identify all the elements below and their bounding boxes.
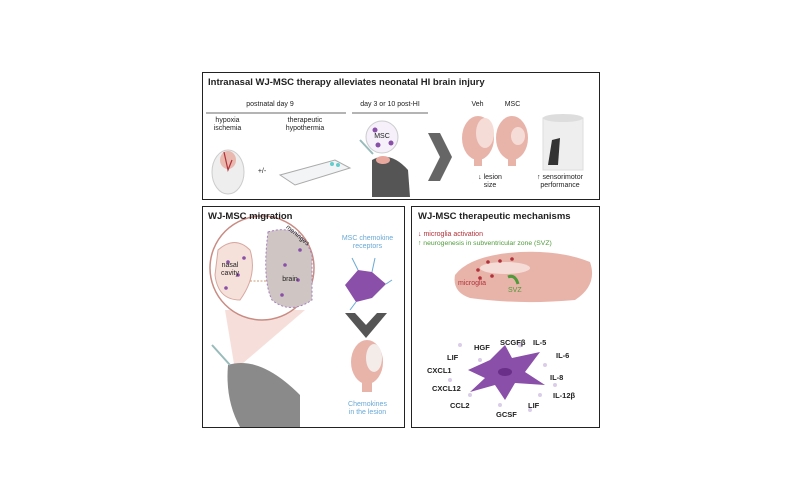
label-performance: performance [540,182,580,189]
msc-cells [224,248,302,297]
mouse-silhouette [211,344,300,427]
label-msc: MSC [504,101,521,108]
chevron-right-icon [428,133,452,181]
cytokine-label: IL-12β [553,391,576,400]
cytokine-label: CCL2 [450,401,470,410]
label-veh: Veh [471,101,484,108]
mouse-intranasal-illustration [359,139,410,197]
cytokine-label: IL-8 [550,373,564,382]
cytokine-label: LIF [447,353,459,362]
label-cavity: cavity [221,270,239,277]
label-chemokines: Chemokines [348,401,387,408]
secretome-dots [448,342,557,412]
label-lesion: ↓ lesion [478,174,502,181]
label-therapeutic: therapeutic [287,117,323,124]
label-hypothermia: hypothermia [285,125,325,132]
cytokine-label: HGF [474,343,490,352]
sagittal-brain [454,251,593,303]
microglia-markers [476,257,514,280]
msc-receptor-cell [345,257,393,311]
label-brain: brain [282,276,298,283]
label-lesion-size: size [483,182,497,189]
label-plus-minus: +/- [257,168,267,175]
label-microglia: microglia [458,280,487,287]
label-nasal: nasal [221,262,239,269]
cytokine-label: LIF [528,401,540,410]
chevron-down-icon [345,313,387,338]
label-in-lesion: in the lesion [348,409,387,416]
label-hypoxia: hypoxia [215,117,240,124]
panel-title: WJ-MSC therapeutic mechanisms [418,211,571,222]
msc-bubble [365,120,399,154]
cytokine-label: CXCL12 [432,384,461,393]
cytokine-label: SCGFβ [500,338,526,347]
label-receptors: receptors [352,243,383,250]
hypothermia-tray-illustration [278,159,352,186]
pup-illustration [211,149,245,195]
label-chemokine-receptors: MSC chemokine [341,235,394,242]
label-neurogenesis: ↑ neurogenesis in subventricular zone (S… [418,240,552,247]
label-postnatal-day: postnatal day 9 [246,101,294,108]
cytokine-label: IL-6 [556,351,570,360]
cylinder-test-illustration [542,114,584,171]
label-sensorimotor: ↑ sensorimotor [537,174,583,181]
cytokine-label: IL-5 [533,338,547,347]
label-post-hi: day 3 or 10 post-HI [360,101,420,108]
svz-marker [507,274,520,285]
panel-title: WJ-MSC migration [208,211,293,222]
label-microglia-activation: ↓ microglia activation [418,231,483,238]
label-ischemia: ischemia [213,125,242,132]
panel-title: Intranasal WJ-MSC therapy alleviates neo… [208,77,485,88]
zoom-cone [225,310,305,370]
lesion-brain [351,340,383,392]
cytokine-label: CXCL1 [427,366,452,375]
label-msc-bubble: MSC [374,133,390,140]
label-svz: SVZ [508,287,522,294]
brains-veh-msc [462,116,528,166]
cytokine-label: GCSF [496,410,517,419]
